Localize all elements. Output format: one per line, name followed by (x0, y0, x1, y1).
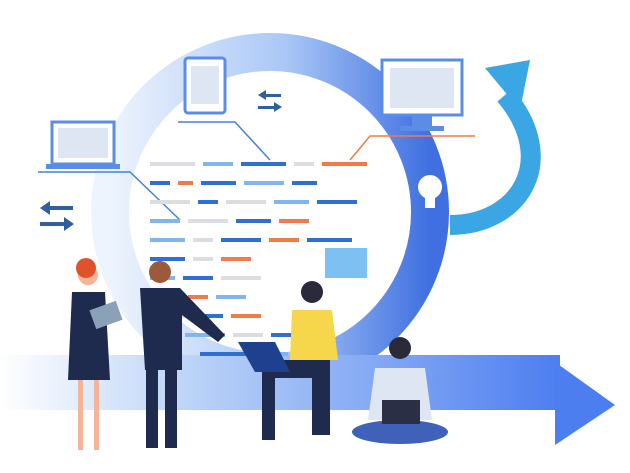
code-line-segment (150, 238, 185, 242)
code-line-segment (188, 295, 208, 299)
desktop-monitor-icon (380, 58, 464, 131)
code-line-segment (274, 200, 309, 204)
code-line-segment (231, 314, 261, 318)
code-line-segment (203, 162, 233, 166)
code-line-segment (244, 181, 284, 185)
chat-bubble-icon (325, 248, 367, 278)
curved-arrow-head (485, 60, 530, 110)
lightbulb-icon (418, 175, 442, 208)
code-line-segment (241, 162, 286, 166)
code-line-segment (185, 333, 225, 337)
code-line-segment (150, 219, 180, 223)
code-line-segment (150, 181, 170, 185)
laptop-icon (46, 120, 120, 169)
code-line-segment (233, 333, 263, 337)
progress-arrow-head (555, 362, 615, 445)
code-line-segment (201, 181, 236, 185)
code-line-segment (322, 162, 367, 166)
code-line-segment (198, 200, 218, 204)
transfer-arrows-icon (40, 90, 282, 231)
code-line-segment (183, 276, 213, 280)
man-sitting-cross-legged (352, 337, 448, 444)
code-line-segment (216, 295, 246, 299)
code-line-segment (294, 162, 314, 166)
code-line-segment (150, 200, 190, 204)
code-line-segment (269, 238, 299, 242)
code-line-segment (236, 219, 271, 223)
code-line-segment (221, 238, 261, 242)
man-in-suit (140, 261, 225, 448)
code-line-segment (221, 257, 251, 261)
code-line-segment (178, 181, 193, 185)
curved-arrow-icon (449, 88, 541, 235)
man-with-laptop-yellow (238, 281, 338, 440)
code-line-segment (221, 276, 261, 280)
woman-with-tablet (68, 258, 123, 450)
code-line-segment (193, 257, 213, 261)
code-line-segment (279, 219, 309, 223)
code-line-segment (292, 181, 317, 185)
code-line-segment (226, 200, 266, 204)
code-line-segment (150, 257, 185, 261)
code-line-segment (198, 314, 223, 318)
code-line-segment (317, 200, 357, 204)
code-line-segment (150, 162, 195, 166)
code-line-segment (193, 238, 213, 242)
tablet-icon (183, 56, 227, 115)
code-line-segment (200, 352, 250, 356)
code-line-segment (307, 238, 352, 242)
code-line-segment (188, 219, 228, 223)
